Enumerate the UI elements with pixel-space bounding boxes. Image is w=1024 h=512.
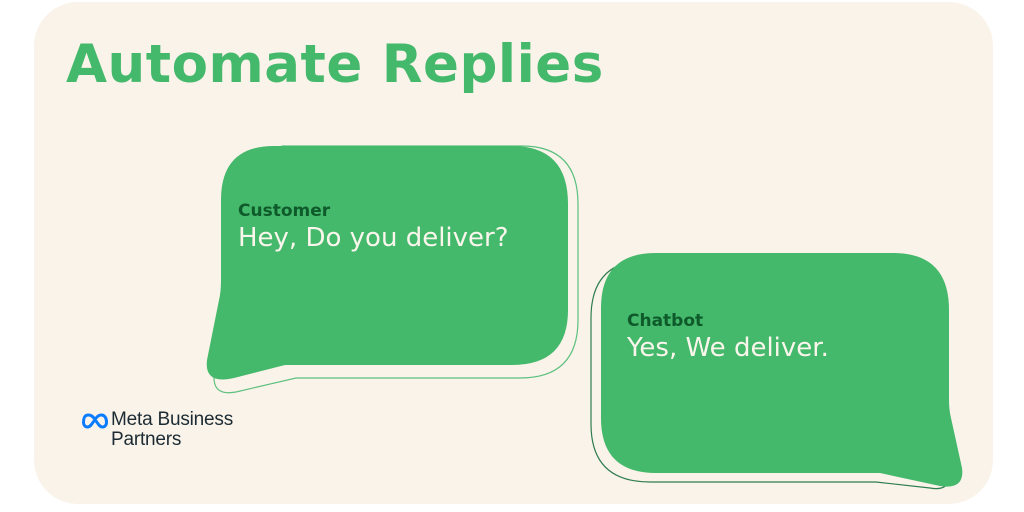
chatbot-bubble bbox=[601, 253, 963, 487]
customer-bubble bbox=[206, 146, 568, 380]
chatbot-sender-label: Chatbot bbox=[627, 311, 704, 331]
meta-infinity-icon bbox=[82, 413, 108, 429]
logo-line-1: Meta Business bbox=[111, 409, 234, 430]
logo-line-2: Partners bbox=[111, 429, 182, 450]
meta-business-partners-logo: Meta Business Partners bbox=[82, 410, 233, 450]
chatbot-message-text: Yes, We deliver. bbox=[627, 333, 829, 363]
customer-message-block: Customer Hey, Do you deliver? bbox=[238, 201, 509, 253]
customer-sender-label: Customer bbox=[238, 201, 331, 221]
chatbot-message-block: Chatbot Yes, We deliver. bbox=[627, 311, 829, 363]
page-title: Automate Replies bbox=[66, 34, 604, 95]
customer-message-text: Hey, Do you deliver? bbox=[238, 223, 509, 253]
customer-bubble-outline bbox=[213, 145, 579, 394]
